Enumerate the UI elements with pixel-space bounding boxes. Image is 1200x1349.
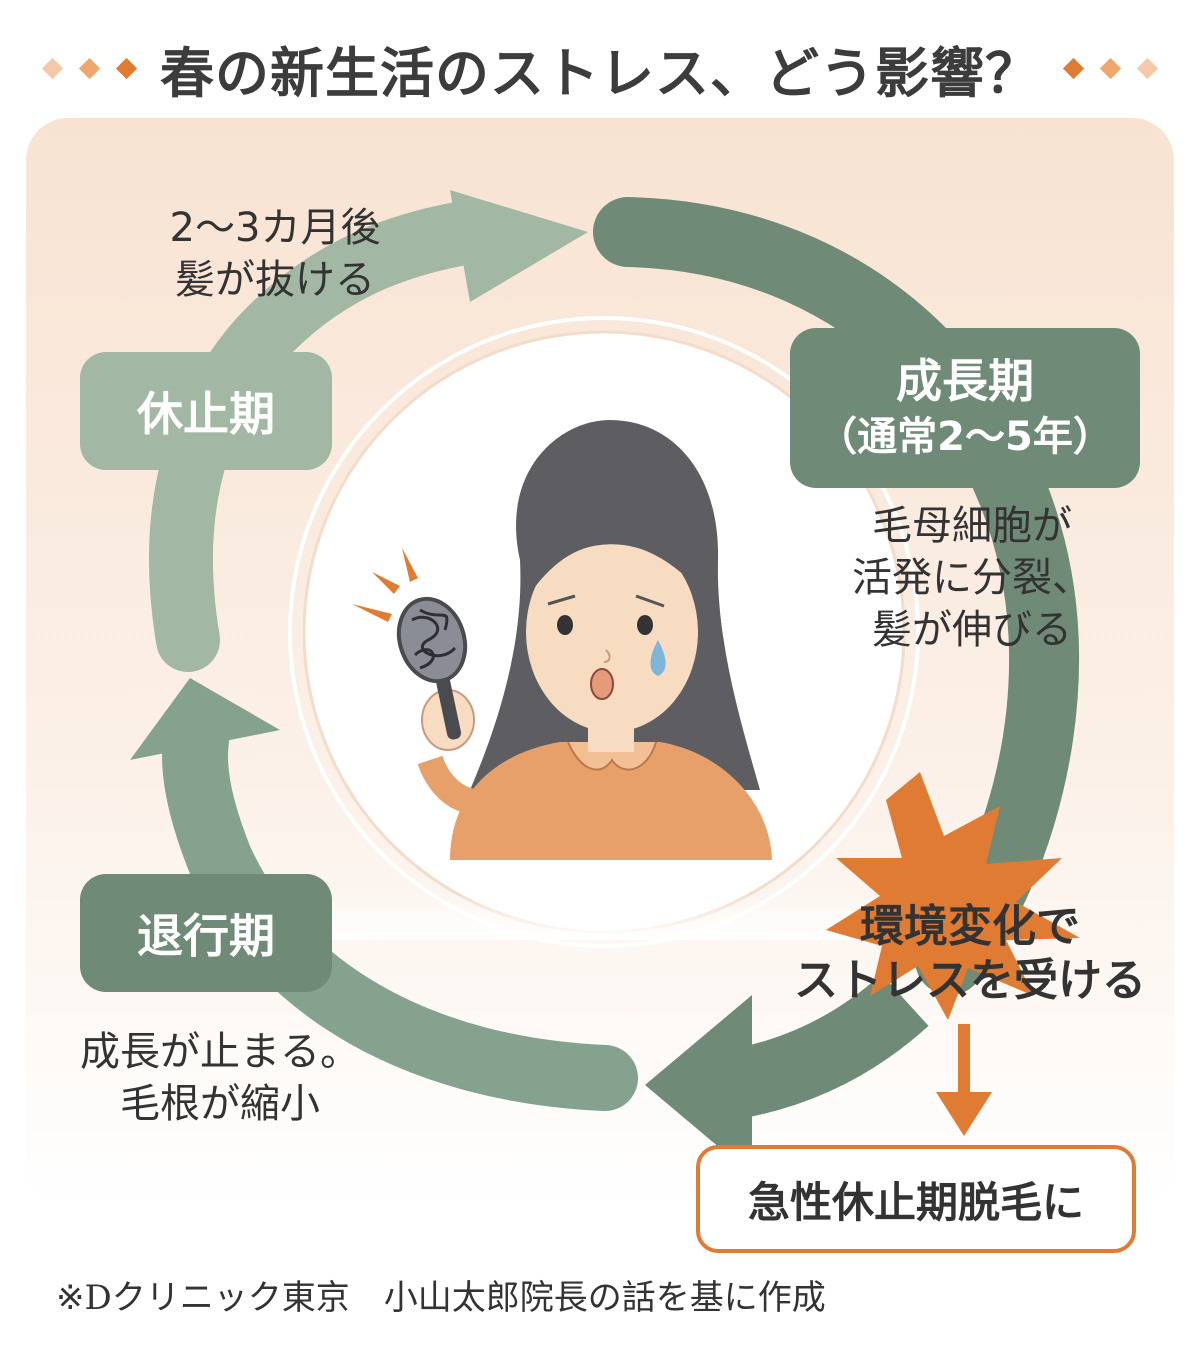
- left-eye: [557, 615, 573, 635]
- bangs: [526, 491, 700, 600]
- resting-desc-line: 髪が抜ける: [175, 257, 375, 303]
- growth-desc-line: 髪が伸びる: [872, 607, 1072, 653]
- growth-desc-line: 毛母細胞が: [872, 503, 1072, 549]
- regression-phase-label: 退行期: [137, 909, 275, 963]
- regression-phase-box: 退行期: [80, 874, 332, 992]
- down-arrow-shaft: [958, 1024, 970, 1094]
- growth-arrow-head: [645, 995, 752, 1175]
- left-brow: [547, 594, 576, 606]
- burst-icon: [826, 772, 1080, 1020]
- regression-desc-line: 成長が止まる。: [80, 1029, 360, 1075]
- regression-description: 成長が止まる。 毛根が縮小: [50, 1026, 390, 1130]
- nose: [603, 649, 611, 663]
- hair-strands: [584, 473, 622, 494]
- mouth: [590, 668, 614, 700]
- resting-desc-line: 2〜3カ月後: [169, 205, 381, 251]
- stress-line: ストレスを受ける: [794, 955, 1146, 1006]
- growth-desc-line: 活発に分裂、: [852, 555, 1092, 601]
- right-eye: [637, 615, 653, 635]
- result-text: 急性休止期脱毛に: [747, 1177, 1084, 1227]
- resting-phase-label: 休止期: [137, 387, 275, 441]
- growth-phase-label: 成長期: [896, 354, 1034, 408]
- brush-icon: [396, 596, 468, 740]
- resting-phase-box: 休止期: [80, 352, 332, 470]
- result-box: 急性休止期脱毛に: [696, 1145, 1136, 1253]
- down-arrow-icon: [936, 1092, 992, 1136]
- growth-phase-box: 成長期 （通常2〜5年）: [790, 328, 1140, 488]
- page-title: 春の新生活のストレス、どう影響？: [160, 41, 1040, 105]
- title-row: 春の新生活のストレス、どう影響？: [0, 18, 1200, 118]
- center-ring-outer: [288, 316, 920, 948]
- source-note: ※Dクリニック東京 小山太郎院長の話を基に作成: [56, 1278, 826, 1318]
- stress-text: 環境変化で ストレスを受ける: [780, 900, 1160, 1008]
- tear-icon: [650, 640, 666, 676]
- growth-description: 毛母細胞が 活発に分裂、 髪が伸びる: [822, 500, 1122, 656]
- growth-arc-tail: [723, 973, 929, 1120]
- growth-phase-sub: （通常2〜5年）: [817, 414, 1113, 460]
- right-brow: [635, 594, 665, 608]
- resting-arrow-head: [450, 190, 588, 302]
- face: [526, 532, 698, 732]
- surprise-marks-icon: [352, 548, 418, 622]
- stress-line: 環境変化で: [860, 901, 1080, 952]
- regression-arrow-head: [130, 678, 280, 760]
- regression-desc-line: 毛根が縮小: [120, 1081, 320, 1127]
- growth-arc: [593, 197, 1080, 995]
- circle-fade: [300, 780, 910, 940]
- resting-description: 2〜3カ月後 髪が抜ける: [130, 202, 420, 306]
- resting-arc: [149, 200, 502, 672]
